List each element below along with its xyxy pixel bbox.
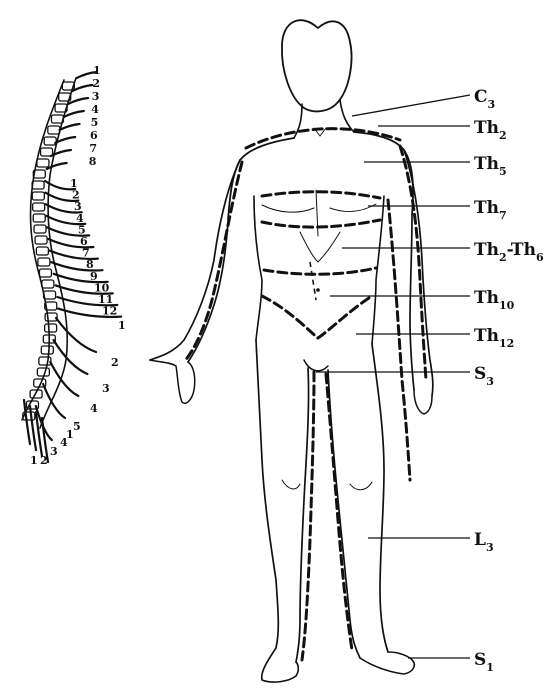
svg-text:S3: S3 <box>474 364 494 388</box>
vertebra <box>35 236 47 244</box>
spine-number-cervical: 1 <box>93 64 101 77</box>
svg-text:C3: C3 <box>474 87 495 111</box>
nerve-root <box>56 318 96 352</box>
nerve-root <box>60 124 80 130</box>
vertebra <box>39 269 51 277</box>
spine-number-cervical: 7 <box>89 142 97 155</box>
vertebra <box>44 137 56 145</box>
svg-text:L3: L3 <box>474 530 494 554</box>
svg-text:Th10: Th10 <box>474 288 515 312</box>
spine-number-sacral: 3 <box>50 445 58 458</box>
svg-text:Th12: Th12 <box>474 326 514 350</box>
spine-number-thoracic: 12 <box>102 305 117 318</box>
vertebra <box>42 280 54 288</box>
vertebra <box>48 126 60 134</box>
spine-number-lumbar: 2 <box>111 356 119 369</box>
vertebra <box>33 214 45 222</box>
vertebra <box>34 225 46 233</box>
spine-number-lumbar: 5 <box>73 420 81 433</box>
label-th12: Th12 <box>356 326 514 350</box>
vertebrae <box>23 82 74 420</box>
vertebra <box>41 346 53 354</box>
svg-text:S1: S1 <box>474 650 494 674</box>
label-s3: S3 <box>316 364 494 388</box>
vertebra <box>36 247 48 255</box>
svg-text:Th7: Th7 <box>474 198 507 222</box>
vertebra <box>33 203 45 211</box>
spine-number-cervical: 5 <box>91 116 99 129</box>
svg-text:Th2: Th2 <box>474 118 507 142</box>
vertebra <box>32 181 44 189</box>
label-th2-th6: Th2-Th6 <box>342 240 544 264</box>
spine-number-cervical: 2 <box>92 77 100 90</box>
nerve-root <box>47 163 67 169</box>
label-c3: C3 <box>352 87 495 116</box>
spine-number-lumbar: 3 <box>102 382 110 395</box>
spine-number-sacral: 1 <box>30 454 38 467</box>
dermatome-labels: C3 Th2 Th5 Th7 Th2-Th6 Th10 Th12 S3 <box>316 87 544 674</box>
label-l3: L3 <box>368 530 494 554</box>
spine-number-cervical: 8 <box>89 155 97 168</box>
spine-number-sacral: 1 <box>66 428 74 441</box>
vertebra <box>39 357 51 365</box>
nerve-root <box>72 85 92 91</box>
vertebra <box>37 368 49 376</box>
label-s1: S1 <box>408 650 494 674</box>
svg-text:Th2-Th6: Th2-Th6 <box>474 240 544 264</box>
vertebra <box>41 148 53 156</box>
spine-number-lumbar: 1 <box>118 319 126 332</box>
vertebra <box>37 159 49 167</box>
spine-number-sacral: 2 <box>40 454 48 467</box>
spine-number-cervical: 4 <box>91 103 99 116</box>
spine-number-cervical: 6 <box>90 129 98 142</box>
vertebra <box>32 192 44 200</box>
label-th5: Th5 <box>364 154 507 178</box>
vertebra <box>38 258 50 266</box>
spine-number-lumbar: 4 <box>90 402 98 415</box>
svg-text:Th5: Th5 <box>474 154 507 178</box>
vertebra <box>45 324 57 332</box>
spine-number-cervical: 3 <box>92 90 100 103</box>
human-figure <box>150 20 433 682</box>
